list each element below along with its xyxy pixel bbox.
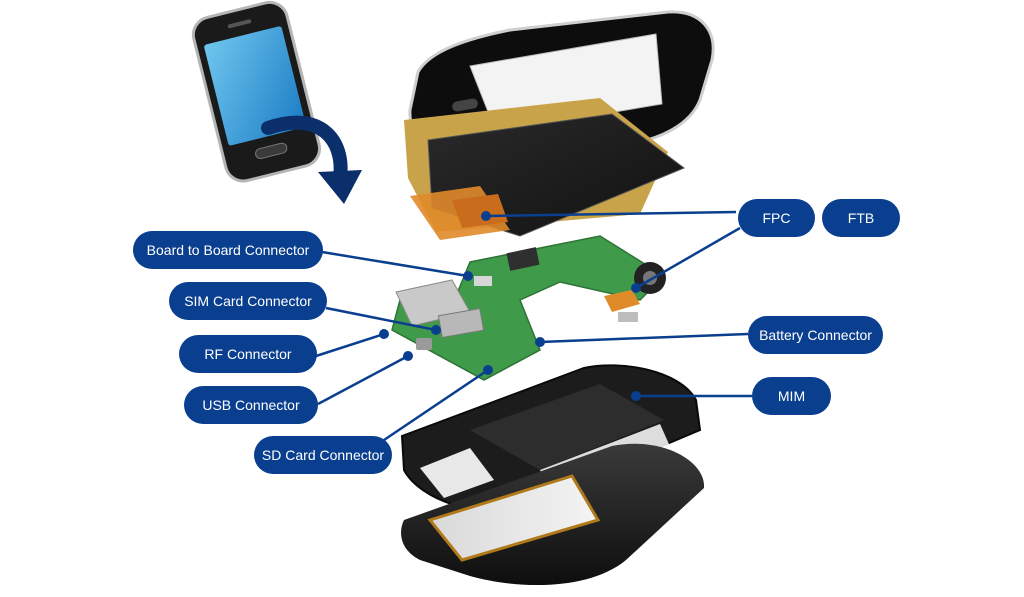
explode-arrow-icon [261,115,362,204]
label-battery-connector: Battery Connector [748,316,883,354]
label-fpc: FPC [738,199,815,237]
label-sim-card-connector: SIM Card Connector [169,282,327,320]
main-pcb [391,235,666,381]
label-sd-card-connector: SD Card Connector [254,436,392,474]
leader-lines [315,210,752,442]
phone-thumbnail [191,0,322,183]
label-rf-connector: RF Connector [179,335,317,373]
label-mim: MIM [752,377,831,415]
leader-dots [379,211,641,401]
lcd-module [404,98,686,240]
label-ftb: FTB [822,199,900,237]
battery-and-back-cover [401,443,705,586]
label-usb-connector: USB Connector [184,386,318,424]
label-board-to-board-connector: Board to Board Connector [133,231,323,269]
